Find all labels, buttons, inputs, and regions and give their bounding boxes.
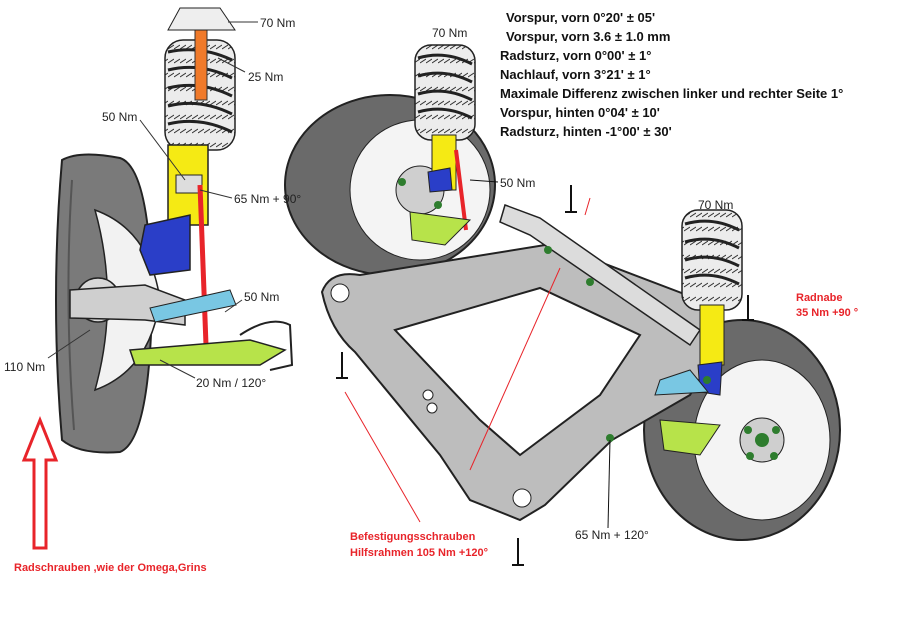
label-subframe-bolts-torque: Hilfsrahmen 105 Nm +120° (350, 547, 488, 559)
label-wheel-bolts-note: Radschrauben ,wie der Omega,Grins (14, 562, 207, 574)
spec-camber-front: Radsturz, vorn 0°00' ± 1° (500, 48, 652, 63)
bolt-markers (398, 178, 711, 442)
left-piston-rod (194, 24, 208, 101)
label-hub-title: Radnabe (796, 292, 843, 304)
label-subframe-bolts-title: Befestigungsschrauben (350, 531, 476, 543)
front-right-strut (654, 209, 743, 456)
steering-rack (499, 204, 702, 347)
label-ball-joint-torque: 20 Nm / 120° (196, 376, 267, 390)
left-stabilizer-link (239, 320, 294, 371)
spec-toe-front-mm: Vorspur, vorn 3.6 ± 1.0 mm (506, 29, 671, 44)
left-strut-top-mount (167, 7, 236, 31)
label-strut-clamp-torque: 50 Nm (102, 110, 138, 124)
left-knuckle (139, 214, 191, 276)
left-stabilizer (149, 289, 237, 323)
label-right-strut-top-right: 70 Nm (698, 198, 734, 212)
right-leader-lines (344, 179, 611, 529)
left-tie-rod (197, 184, 209, 346)
spec-toe-front-angle: Vorspur, vorn 0°20' ± 05' (506, 10, 656, 25)
spec-toe-rear: Vorspur, hinten 0°04' ± 10' (500, 105, 660, 120)
left-control-arm (128, 339, 287, 366)
label-right-strut-clamp: 50 Nm (500, 176, 536, 190)
red-up-arrow (21, 415, 59, 550)
label-subframe-mount-torque: 65 Nm + 120° (575, 528, 649, 542)
label-knuckle-torque: 65 Nm + 90° (234, 192, 302, 206)
mount-markers (336, 185, 754, 566)
label-hub-torque: 35 Nm +90 ° (796, 307, 859, 319)
spec-max-difference: Maximale Differenz zwischen linker und r… (500, 86, 844, 101)
left-leader-lines (47, 21, 258, 379)
left-strut-clamp (175, 174, 203, 194)
label-right-strut-top-left: 70 Nm (432, 26, 468, 40)
label-wheel-bolt-torque: 110 Nm (4, 360, 46, 374)
spec-caster-front: Nachlauf, vorn 3°21' ± 1° (500, 67, 651, 82)
spec-camber-rear: Radsturz, hinten -1°00' ± 30' (500, 124, 672, 139)
label-stabilizer-torque: 50 Nm (244, 290, 280, 304)
front-left-strut (409, 44, 476, 246)
label-spring-seat-torque: 25 Nm (248, 70, 284, 84)
label-strut-top-torque: 70 Nm (260, 16, 296, 30)
